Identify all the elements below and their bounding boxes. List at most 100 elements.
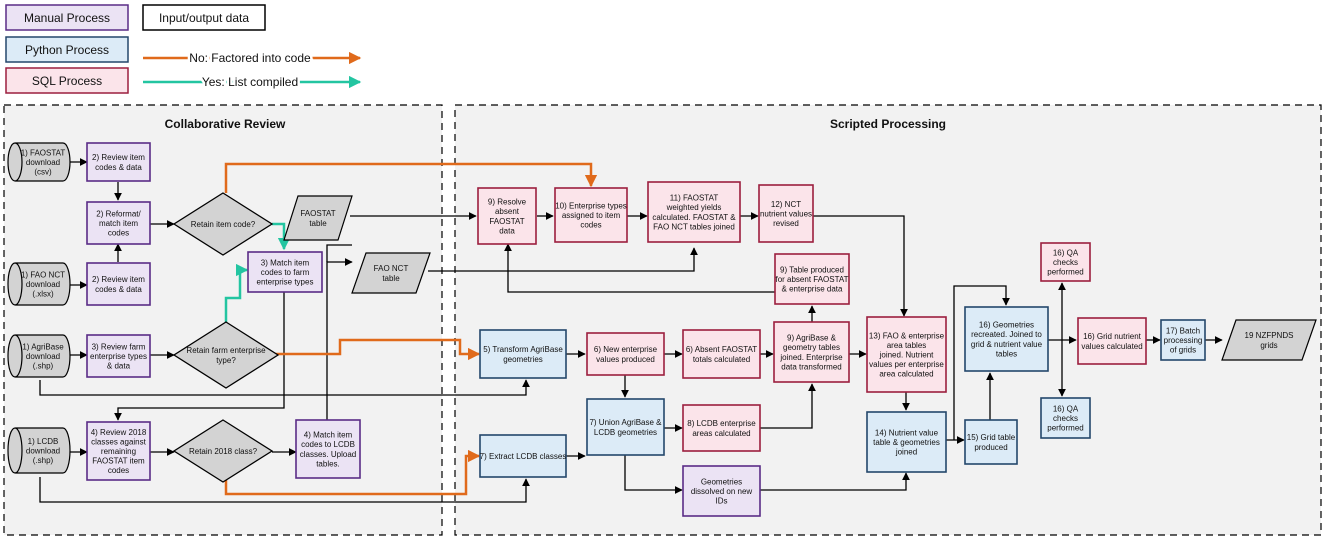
review-codes-shape [86, 142, 151, 182]
batch-label-line: 17) Batch [1166, 326, 1200, 335]
batch-label-line: processing [1164, 336, 1203, 345]
resolve-label-line: FAOSTAT [489, 217, 524, 226]
absent-totals-label-line: totals calculated [693, 355, 750, 364]
review-nct-label-line: codes & data [95, 285, 142, 294]
weighted-label-line: 11) FAOSTAT [670, 194, 719, 203]
faostat-dl-label-line: 1) FAOSTAT [21, 148, 66, 157]
nutrient-join-label-line: table & geometries [873, 438, 940, 447]
section-title-collab: Collaborative Review [165, 117, 286, 131]
grid-table-label-line: 15) Grid table [967, 433, 1016, 442]
absent-totals-shape [682, 329, 761, 379]
lcdb-areas-label-line: areas calculated [692, 429, 750, 438]
retain-farm-shape [172, 321, 280, 389]
enterprise-assigned-label-line: assigned to item [562, 211, 621, 220]
faostat-dl-label-line: (csv) [34, 168, 52, 177]
match-farm-label-line: codes to farm [261, 268, 310, 277]
retain-2018-shape [172, 419, 274, 483]
lcdb-dl-label-line: (.shp) [33, 456, 54, 465]
fao-area-label-line: area tables [887, 341, 927, 350]
match-lcdb-label-line: classes. Upload [300, 450, 356, 459]
agribase-joined-label-line: geometry tables [783, 343, 840, 352]
no-arrow-2018 [224, 449, 481, 496]
new-values-label-line: 6) New enterprise [594, 345, 658, 354]
weighted-label-line: FAO NCT tables joined [653, 222, 735, 231]
retain-farm-label-line: type? [216, 356, 236, 365]
nzfpnds-label-line: grids [1260, 341, 1277, 350]
agribase-joined-label-line: joined. Enterprise [779, 353, 843, 362]
reformat-label-line: match item [99, 219, 138, 228]
fao-area-label-line: values per enterprise [869, 360, 944, 369]
agribase-joined-label-line: 9) AgriBase & [787, 334, 837, 343]
faostat-table-label-line: table [309, 219, 327, 228]
lcdb-dl-label-line: 1) LCDB [28, 437, 59, 446]
agribase-dl-label-line: download [26, 352, 60, 361]
batch-label-line: of grids [1170, 346, 1196, 355]
faonct-table-shape [351, 252, 431, 294]
new-values-label-line: values produced [596, 355, 655, 364]
match-farm-label-line: enterprise types [257, 278, 314, 287]
qa-bottom-label-line: checks [1053, 414, 1078, 423]
qa-bottom-label-line: performed [1047, 424, 1083, 433]
batch-shape [1160, 319, 1206, 361]
recreated-shape [964, 306, 1049, 372]
weighted-label-line: weighted yields [666, 203, 722, 212]
faonct-dl-label-line: download [26, 280, 60, 289]
reformat-label-line: 2) Reformat/ [96, 209, 141, 218]
union-node: 7) Union AgriBase &LCDB geometries [586, 398, 665, 456]
review-farm-label-line: & data [107, 362, 131, 371]
fao-area-label-line: 13) FAO & enterprise [869, 331, 945, 340]
new-values-shape [586, 332, 665, 376]
match-farm-shape [247, 251, 323, 293]
enterprise-assigned-shape [554, 187, 628, 243]
nutrient-join-shape [866, 411, 947, 473]
agribase-dl-label-line: (.shp) [33, 362, 54, 371]
review-farm-label-line: 3) Review farm [92, 342, 146, 351]
review-farm-shape [86, 334, 151, 378]
legend-yes-label: Yes: List compiled [202, 75, 298, 89]
faostat-table-shape [283, 195, 353, 241]
table-absent-label-line: 9) Table produced [780, 265, 844, 274]
match-farm-label-line: 3) Match item [261, 258, 310, 267]
yes-arrow-item [272, 222, 291, 251]
nutrient-join-label-line: 14) Nutrient value [875, 428, 939, 437]
legend-sql-swatch [5, 67, 129, 94]
section-title-scripted: Scripted Processing [830, 117, 946, 131]
resolve-shape [477, 187, 537, 245]
legend-manual-swatch [5, 4, 129, 31]
dissolved-label-line: IDs [716, 497, 728, 506]
agribase-dl-shape [7, 334, 71, 378]
transform-label-line: 5) Transform AgriBase [483, 345, 563, 354]
match-lcdb-label-line: tables. [316, 459, 340, 468]
grid-nutrient-shape [1077, 317, 1147, 365]
retain-item-node: Retain item code? [172, 192, 274, 256]
faonct-dl-label-line: (.xlsx) [32, 290, 54, 299]
dissolved-label-line: dissolved on new [691, 487, 753, 496]
faostat-table-label-line: FAOSTAT [300, 209, 335, 218]
nct-revised-label-line: revised [773, 219, 799, 228]
resolve-label-line: data [499, 226, 515, 235]
grid-table-label-line: produced [974, 443, 1007, 452]
nutrient-join-label-line: joined [895, 448, 917, 457]
match-lcdb-shape [295, 419, 361, 479]
fao-area-label-line: area calculated [879, 370, 933, 379]
retain-item-label-line: Retain item code? [191, 220, 256, 229]
legend-sql-label: SQL Process [32, 74, 102, 88]
